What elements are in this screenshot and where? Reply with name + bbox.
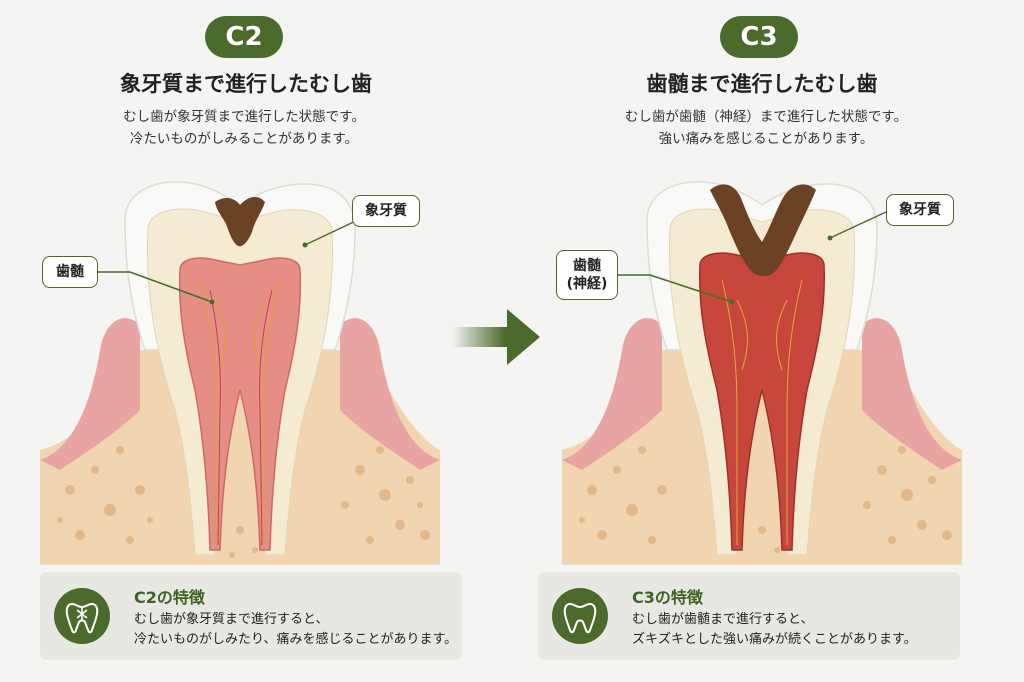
c3-description-line: むし歯が歯髄（神経）まで進行した状態です。 [624,109,908,125]
c3-feature-box: C3の特徴 むし歯が歯髄まで進行すると、 ズキズキとした強い痛みが続くことがあり… [538,572,960,660]
c2-pulp-label: 歯髄 [42,256,98,288]
c2-description-line: 冷たいものがしみることがあります。 [129,131,359,147]
c3-description: むし歯が歯髄（神経）まで進行した状態です。 強い痛みを感じることがあります。 [510,106,1022,150]
c2-feature-title: C2の特徴 [134,588,205,607]
blood-vessels [209,289,273,546]
c2-feature-box: C2の特徴 むし歯が象牙質まで進行すると、 冷たいものがしみたり、痛みを感じるこ… [40,572,462,660]
c3-panel: C3 歯髄まで進行したむし歯 むし歯が歯髄（神経）まで進行した状態です。 強い痛… [512,0,1024,682]
c2-feature-line: 冷たいものがしみたり、痛みを感じることがあります。 [134,632,458,647]
gum [862,318,962,470]
c3-feature-line: むし歯が歯髄まで進行すると、 [632,612,814,627]
tooth-sensitivity-icon [54,588,110,644]
c3-tooth-illustration [562,181,962,565]
nerves [721,279,803,545]
c3-badge: C3 [720,16,798,58]
decay [710,184,816,277]
c3-dentin-label: 象牙質 [886,194,954,226]
c2-panel: C2 象牙質まで進行したむし歯 むし歯が象牙質まで進行した状態です。 冷たいもの… [0,16,500,660]
decay [215,196,265,247]
c2-description: むし歯が象牙質まで進行した状態です。 冷たいものがしみることがあります。 [0,106,500,150]
c2-feature-text: むし歯が象牙質まで進行すると、 冷たいものがしみたり、痛みを感じることがあります… [134,610,457,650]
c3-pulp-label-line: (神経) [566,276,608,292]
bone-pores [579,446,952,553]
gum [40,318,140,470]
gum [340,318,440,470]
bone-pores [57,446,430,558]
gum [562,318,662,470]
c3-feature-title: C3の特徴 [632,588,703,607]
c2-badge: C2 [205,16,283,58]
c3-pulp-label-line: 歯髄 [573,258,601,274]
nerves [199,279,281,545]
c3-heading: 歯髄まで進行したむし歯 [646,72,878,96]
c3-pulp-label: 歯髄 (神経) [556,250,618,300]
c3-description-line: 強い痛みを感じることがあります。 [658,131,874,147]
right-arrow-icon [452,309,540,365]
c2-tooth-illustration [40,181,440,565]
c3-feature-line: ズキズキとした強い痛みが続くことがあります。 [632,632,917,647]
c2-feature-line: むし歯が象牙質まで進行すると、 [134,612,329,627]
tooth-icon [552,588,608,644]
c2-dentin-label: 象牙質 [352,195,420,227]
c2-heading: 象牙質まで進行したむし歯 [120,72,372,96]
c2-description-line: むし歯が象牙質まで進行した状態です。 [123,109,365,125]
c3-feature-text: むし歯が歯髄まで進行すると、 ズキズキとした強い痛みが続くことがあります。 [632,610,917,650]
